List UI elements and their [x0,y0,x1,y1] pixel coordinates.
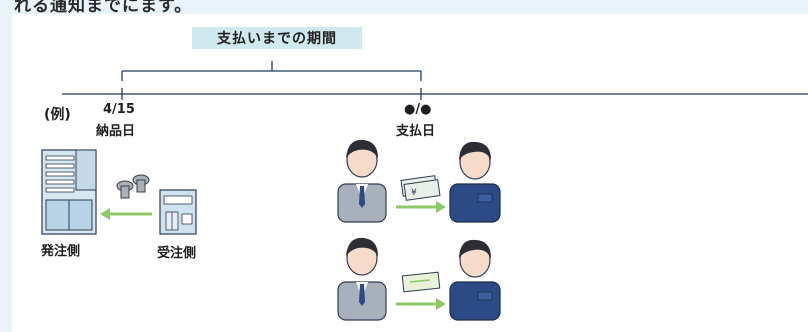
orderer-building-icon [41,149,97,235]
period-bracket [121,61,422,81]
payment-arrow-2 [396,298,446,310]
payment-date: ●/● [404,102,432,117]
delivery-label: 納品日 [96,124,136,139]
payment-label: 支払日 [396,124,436,139]
orderer-label: 発注側 [41,244,81,259]
screws-icon [116,174,150,199]
period-label: 支払いまでの期間 [192,27,362,49]
worker-icon-2 [449,239,501,321]
svg-text:¥: ¥ [411,188,417,198]
delivery-date: 4/15 [103,102,135,117]
header-text: れる通知までにます。 [14,0,193,16]
example-label: (例) [44,107,71,123]
businessman-icon-2 [337,237,387,321]
contractor-label: 受注側 [157,246,197,261]
delivery-arrow [100,208,152,220]
bill-icon [401,271,441,293]
payment-arrow-1 [396,201,446,213]
businessman-icon-1 [337,139,387,223]
money-icon: ¥ [400,175,441,201]
worker-icon-1 [449,141,501,223]
contractor-factory-icon [159,189,197,235]
